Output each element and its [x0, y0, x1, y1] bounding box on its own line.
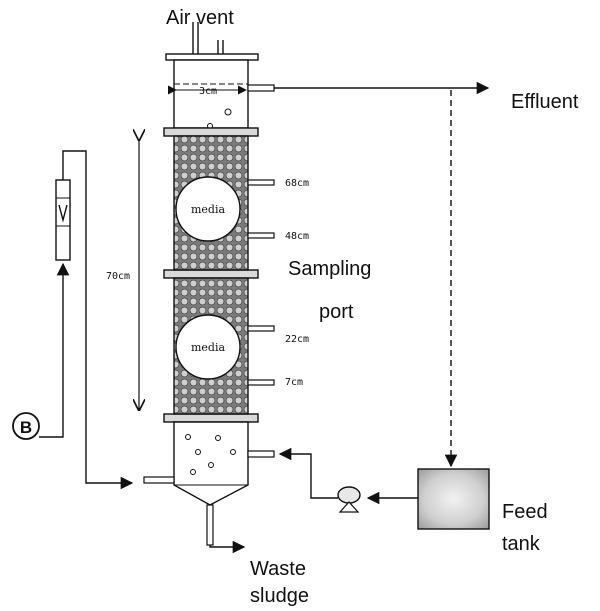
sampling-port-label-line1: Sampling [288, 258, 371, 280]
waste-sludge-label-line2: sludge [250, 585, 309, 607]
waste-sludge-label-line1: Waste [250, 558, 306, 580]
blower [12, 412, 40, 440]
diameter-label: 3cm [199, 86, 217, 97]
top-chamber [167, 59, 249, 129]
feed-tank [417, 468, 490, 530]
air-vent-label: Air vent [166, 7, 234, 29]
bottom-chamber [173, 421, 249, 506]
effluent-label: Effluent [511, 91, 579, 113]
media-disc-lower [175, 314, 241, 380]
media-disc-upper [175, 176, 241, 242]
flange-1 [163, 127, 259, 137]
flange-3 [163, 413, 259, 423]
blower-line [39, 262, 70, 438]
port-label-48: 48cm [285, 231, 309, 242]
flange-2 [163, 269, 259, 279]
pump-icon [337, 486, 361, 513]
feed-line-pump-to-reactor [278, 447, 338, 499]
height-label: 70cm [106, 271, 130, 282]
top-cap [165, 53, 259, 61]
waste-line [209, 540, 246, 554]
port-label-7: 7cm [285, 377, 303, 388]
feed-tank-label-line1: Feed [502, 501, 548, 523]
sampling-ports [247, 179, 275, 386]
port-label-68: 68cm [285, 178, 309, 189]
feed-inlet-pipe [247, 450, 275, 458]
sampling-port-label-line2: port [319, 301, 354, 323]
blower-label: B [20, 418, 32, 437]
flowmeter [55, 179, 71, 261]
media-label-upper: media [191, 203, 226, 216]
media-label-lower: media [191, 341, 226, 354]
feed-tank-label-line2: tank [502, 533, 541, 555]
effluent-pipe [247, 84, 275, 92]
flowmeter-line [62, 150, 134, 490]
air-inlet-pipe [143, 476, 175, 484]
port-label-22: 22cm [285, 334, 309, 345]
waste-pipe [206, 504, 214, 546]
